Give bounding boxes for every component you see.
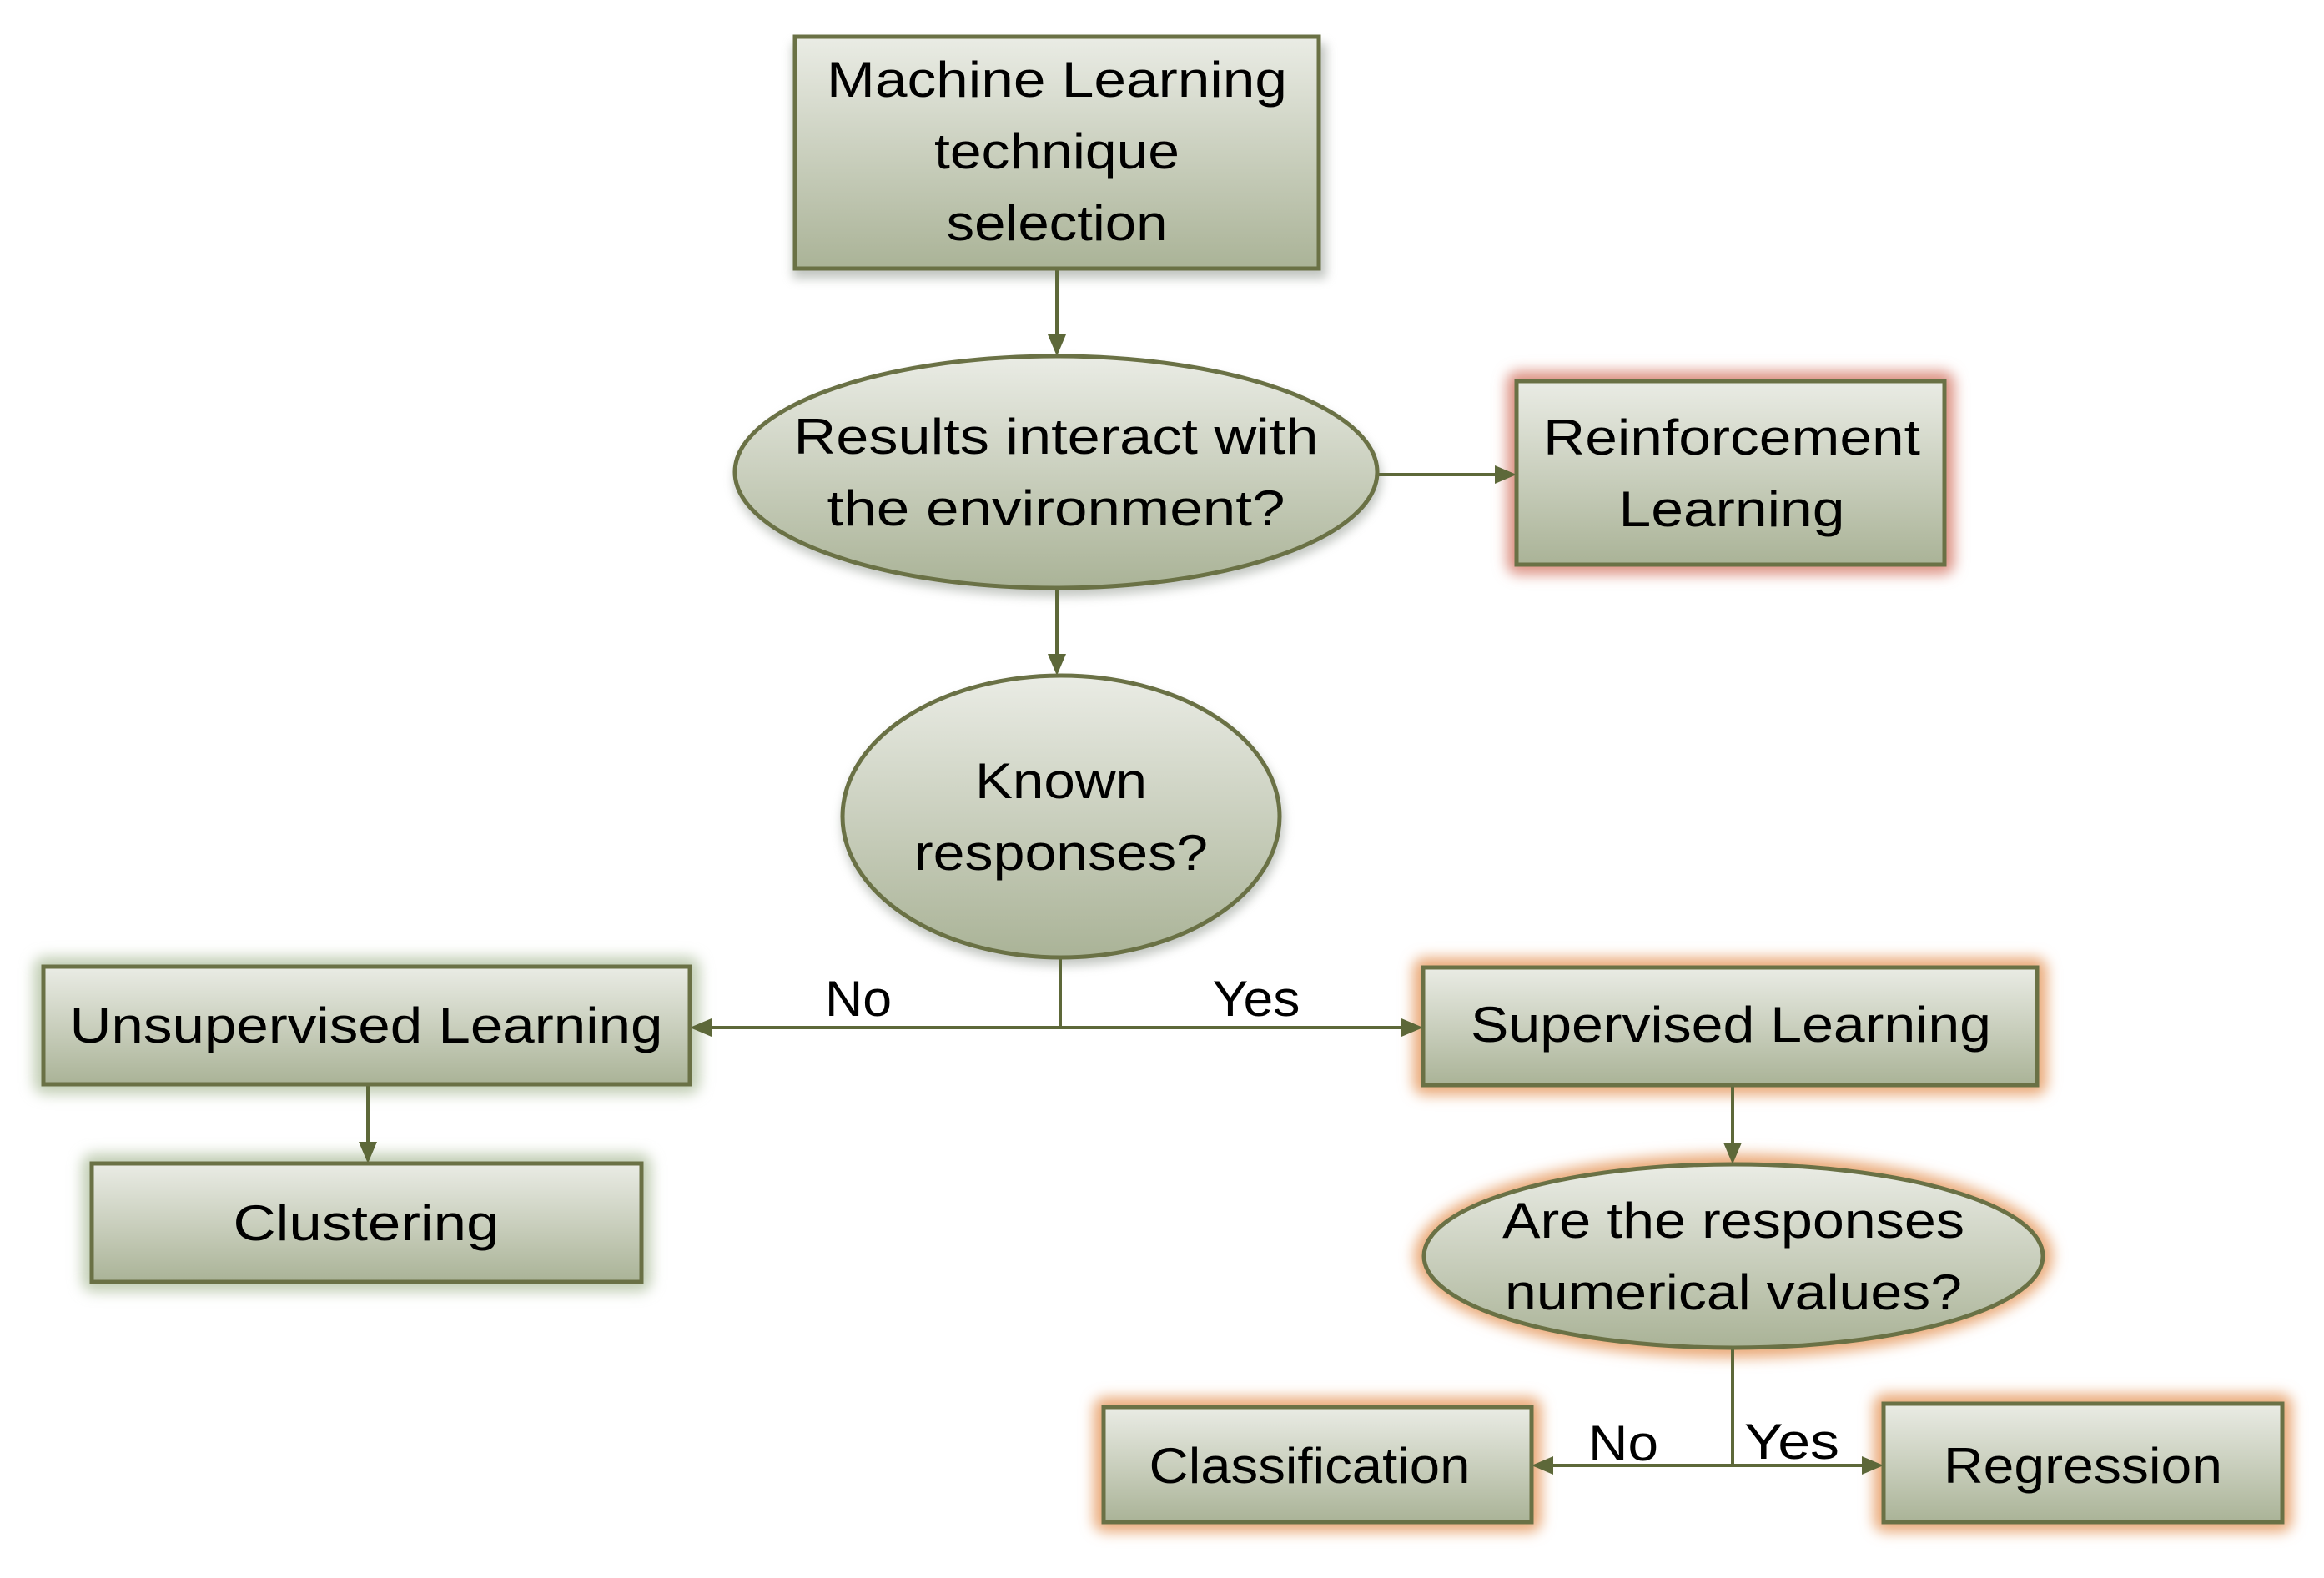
svg-text:Unsupervised Learning: Unsupervised Learning — [70, 998, 663, 1053]
svg-text:Supervised Learning: Supervised Learning — [1471, 997, 1991, 1053]
svg-text:Reinforcement: Reinforcement — [1543, 410, 1920, 465]
svg-text:Results interact with: Results interact with — [794, 409, 1319, 465]
svg-text:Yes: Yes — [1744, 1414, 1839, 1470]
svg-text:selection: selection — [947, 195, 1168, 251]
svg-text:Classification: Classification — [1149, 1438, 1471, 1494]
svg-text:Are the responses: Are the responses — [1502, 1193, 1964, 1249]
svg-text:the environment?: the environment? — [827, 480, 1285, 536]
svg-text:Clustering: Clustering — [234, 1195, 500, 1251]
svg-text:numerical values?: numerical values? — [1505, 1264, 1962, 1320]
svg-text:No: No — [1588, 1415, 1658, 1471]
svg-text:responses?: responses? — [914, 825, 1208, 881]
svg-text:Known: Known — [975, 753, 1147, 809]
svg-text:No: No — [825, 971, 892, 1027]
svg-text:technique: technique — [934, 123, 1180, 179]
svg-text:Machine Learning: Machine Learning — [827, 52, 1287, 108]
svg-text:Yes: Yes — [1213, 971, 1300, 1027]
svg-text:Regression: Regression — [1944, 1438, 2222, 1494]
svg-text:Learning: Learning — [1619, 481, 1845, 537]
